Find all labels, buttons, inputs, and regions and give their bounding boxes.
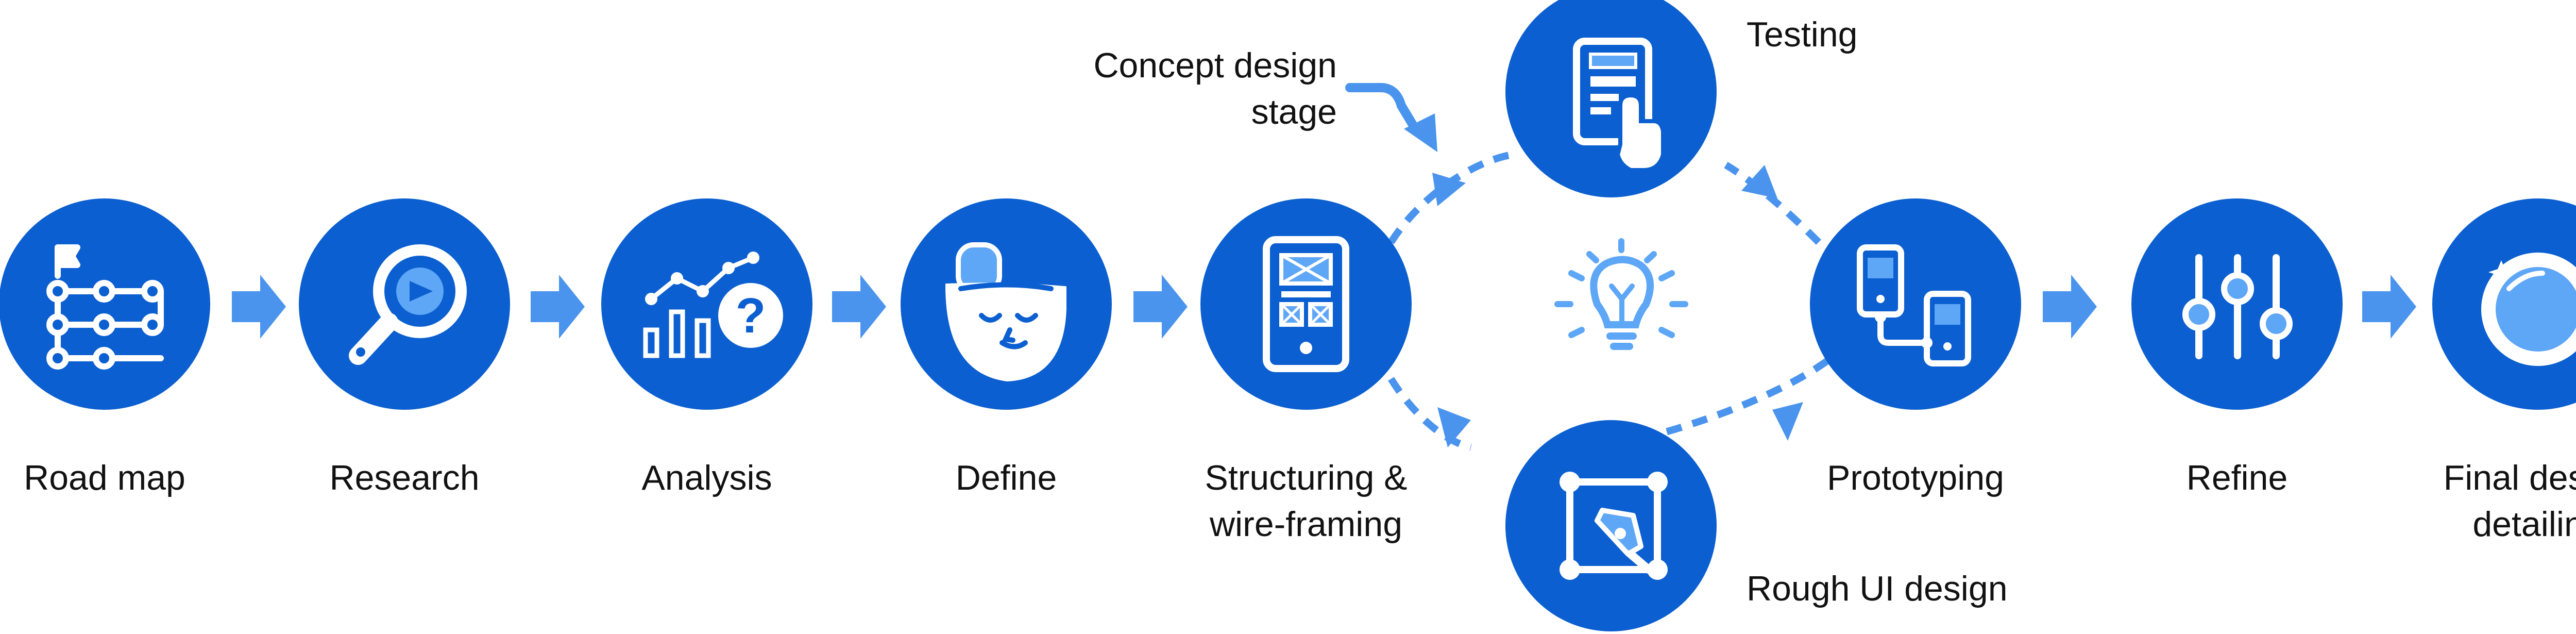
roadmap-flag-icon <box>46 244 164 370</box>
flow-arrow-3 <box>832 275 886 339</box>
flow-arrow-2 <box>531 275 585 339</box>
phone-wireframe-icon <box>1263 236 1349 372</box>
step-circle-5 <box>1200 198 1412 410</box>
pen-tool-icon <box>1560 472 1668 580</box>
flow-arrow-6 <box>2362 275 2416 339</box>
cycle-arrowhead-bottom-right <box>1772 402 1803 441</box>
callout-arrowhead <box>1404 113 1437 152</box>
step-label-8: Prototyping <box>1827 458 2004 497</box>
cycle-arrowhead-bottom-left <box>1437 407 1471 447</box>
devices-link-icon <box>1857 244 1971 366</box>
flow-arrow-1 <box>232 275 286 339</box>
step-label-9: Refine <box>2187 458 2288 497</box>
sliders-icon <box>2182 254 2293 359</box>
step-label-10: Final designdetailing <box>2444 458 2576 544</box>
polished-gem-icon <box>2481 253 2576 366</box>
step-label-1: Road map <box>24 458 185 497</box>
step-label-4: Define <box>956 458 1057 497</box>
cycle-arc-top-left <box>1388 151 1513 244</box>
flow-arrow-5 <box>2043 275 2097 339</box>
step-circle-8 <box>1810 198 2021 410</box>
callout-arrow-line <box>1345 83 1421 136</box>
magnifier-icon <box>349 244 467 365</box>
step-label-5: Structuring &wire-framing <box>1205 458 1407 544</box>
chart-question-icon: ? <box>643 252 783 358</box>
cycle-arc-top-right <box>1724 161 1821 245</box>
step-label-7: Rough UI design <box>1747 569 2008 608</box>
step-label-2: Research <box>329 458 479 497</box>
step-circle-1 <box>0 198 210 410</box>
cycle-arc-bottom-left <box>1388 377 1472 451</box>
svg-text:?: ? <box>736 288 766 343</box>
step-label-3: Analysis <box>641 458 772 497</box>
cycle-arrowhead-top-right <box>1741 165 1777 198</box>
cycle-arrowhead-top-left <box>1432 173 1466 206</box>
touch-screen-icon <box>1573 38 1665 172</box>
lightbulb-idea-icon <box>1554 238 1688 350</box>
flow-arrow-4 <box>1133 275 1188 339</box>
head-thinking-icon <box>945 242 1066 382</box>
step-label-6: Testing <box>1747 15 1857 54</box>
